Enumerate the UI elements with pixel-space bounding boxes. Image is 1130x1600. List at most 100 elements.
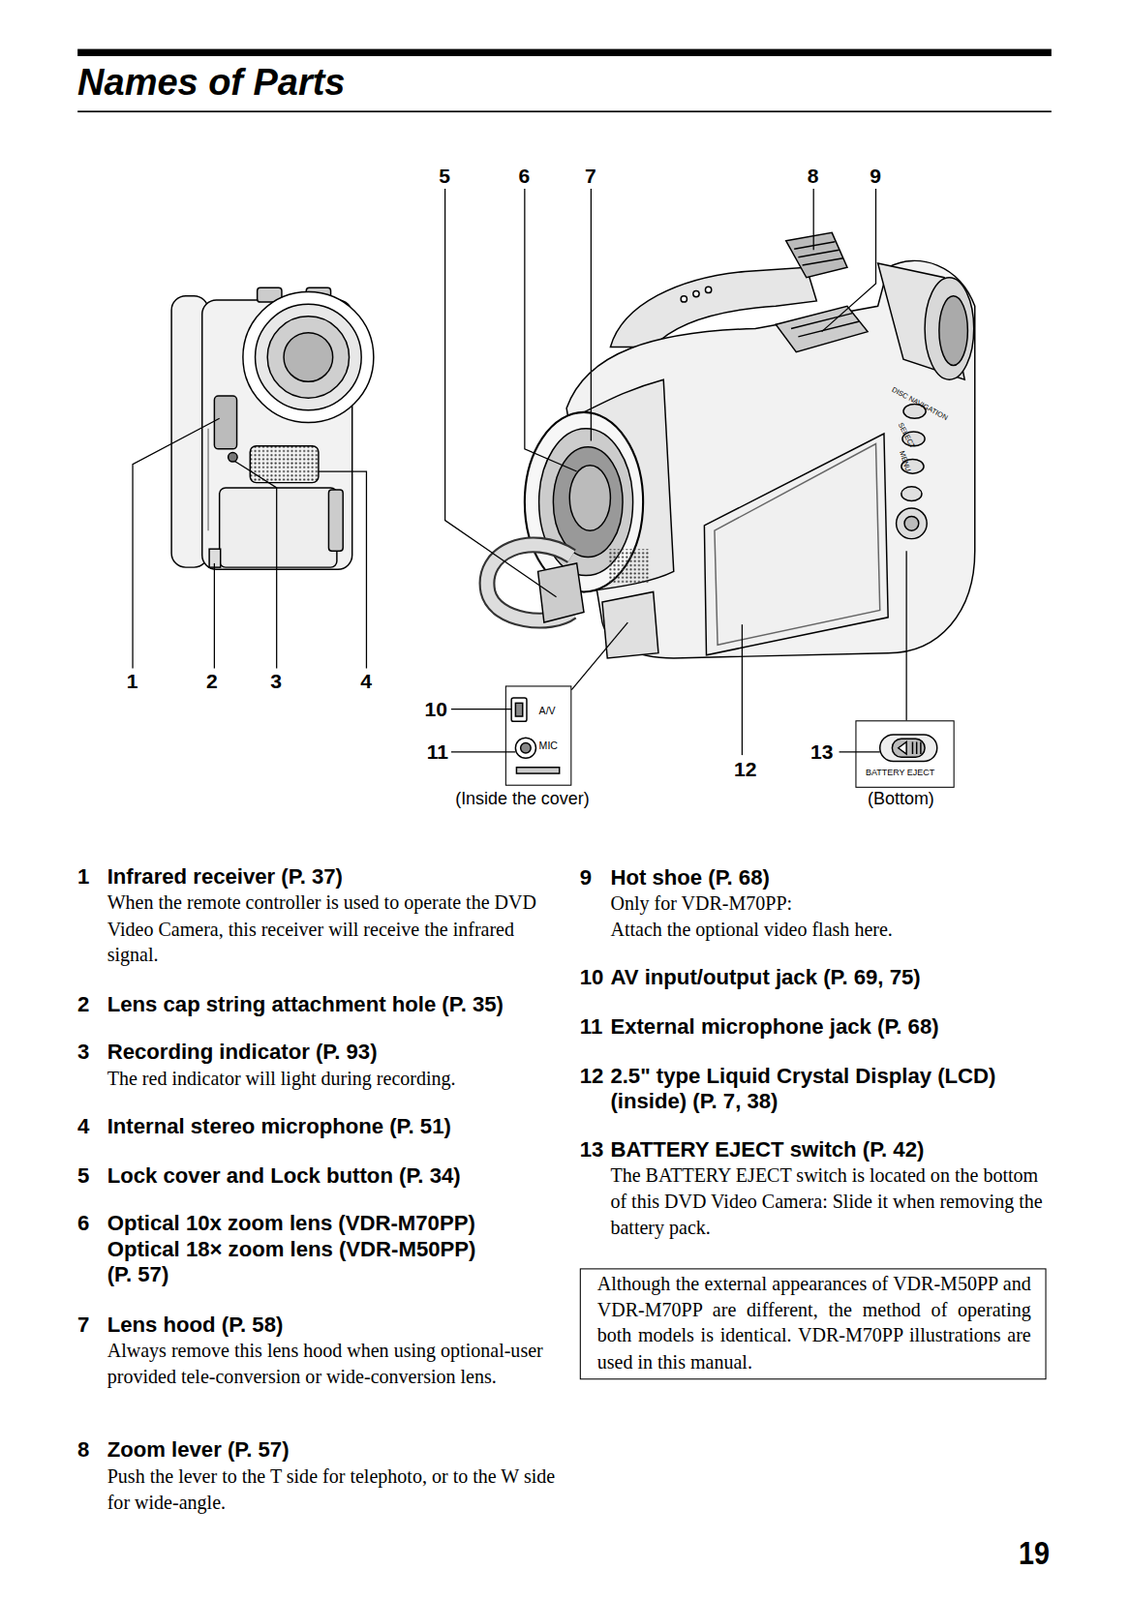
main-camera <box>703 433 888 656</box>
main-camera <box>714 444 881 646</box>
title-rule <box>77 49 1052 113</box>
leader-line <box>839 751 881 753</box>
inset-icons <box>516 767 559 774</box>
main-camera <box>904 516 919 531</box>
inset-icons <box>511 698 527 722</box>
item-description: Attach the optional video flash here. <box>610 916 1044 944</box>
callout-number: 11 <box>427 739 449 764</box>
side-view-camera <box>213 396 237 450</box>
control-marking: DISC NAVIGATION <box>890 385 950 423</box>
main-camera <box>602 591 659 659</box>
side-view-camera <box>283 333 334 383</box>
page-number: 19 <box>1018 1536 1050 1572</box>
item-description: Always remove this lens hood when using … <box>107 1338 562 1391</box>
page-title: Names of Parts <box>77 60 345 105</box>
item-description: Only for VDR-M70PP: <box>610 890 1044 917</box>
jack-inset: A/V MIC <box>505 685 573 786</box>
item-number: 11 <box>580 1013 603 1039</box>
inset-icons <box>880 734 938 762</box>
leader-line <box>132 418 220 669</box>
main-camera <box>569 465 611 531</box>
main-camera <box>608 549 649 584</box>
side-view-camera <box>243 292 374 424</box>
inset-icons <box>515 737 536 759</box>
item-description: Push the lever to the T side for telepho… <box>107 1464 562 1517</box>
item-description: The BATTERY EJECT switch is located on t… <box>610 1162 1044 1242</box>
item-heading: Internal stereo microphone (P. 51) <box>107 1113 562 1139</box>
leader-line <box>524 188 578 472</box>
item-number: 2 <box>77 991 90 1017</box>
item-heading: Recording indicator (P. 93) <box>107 1038 562 1065</box>
item-description: When the remote controller is used to op… <box>107 889 562 969</box>
side-view-camera <box>267 316 349 398</box>
main-camera <box>693 290 700 297</box>
main-camera <box>538 563 584 623</box>
item-number: 3 <box>77 1038 90 1065</box>
item-heading: BATTERY EJECT switch (P. 42) <box>610 1136 1049 1162</box>
item-heading: AV input/output jack (P. 69, 75) <box>610 964 1049 990</box>
callout-number: 4 <box>360 669 372 694</box>
main-camera <box>552 447 623 558</box>
inset-icons <box>898 741 907 755</box>
main-camera <box>924 277 975 380</box>
main-camera <box>791 313 860 337</box>
item-heading: Optical 10x zoom lens (VDR-M70PP) Optica… <box>107 1210 496 1287</box>
item-number: 6 <box>77 1210 90 1236</box>
callout-number: 7 <box>584 163 597 188</box>
main-camera <box>896 508 928 540</box>
leader-line <box>132 188 907 756</box>
item-number: 5 <box>77 1162 90 1189</box>
callout-number: 9 <box>869 163 882 188</box>
callout-number: 6 <box>519 163 531 188</box>
main-camera <box>794 242 844 266</box>
item-number: 8 <box>77 1436 90 1463</box>
item-heading: Lens hood (P. 58) <box>107 1312 562 1338</box>
control-marking: SELECT <box>896 421 917 450</box>
leader-line <box>445 188 557 598</box>
item-number: 12 <box>580 1062 605 1088</box>
callout-number: 1 <box>126 669 139 694</box>
item-heading: Lock cover and Lock button (P. 34) <box>107 1162 562 1189</box>
side-view-camera <box>171 287 374 570</box>
item-number: 9 <box>580 864 592 890</box>
item-heading: External microphone jack (P. 68) <box>610 1013 1049 1039</box>
main-camera <box>704 286 711 293</box>
leader-line <box>822 188 877 333</box>
callout-number: 8 <box>807 163 820 188</box>
leader-line <box>571 622 628 691</box>
item-number: 1 <box>77 863 90 889</box>
item-heading: Zoom lever (P. 57) <box>107 1436 562 1463</box>
item-heading: Infrared receiver (P. 37) <box>107 863 562 889</box>
inset-icons <box>511 698 938 774</box>
bottom-inset: BATTERY EJECT <box>855 720 954 789</box>
leader-line <box>451 708 512 710</box>
main-camera <box>487 232 976 659</box>
side-view-camera <box>255 304 363 411</box>
inset-icons <box>912 741 920 755</box>
title-rule <box>77 110 1052 113</box>
item-number: 4 <box>77 1113 90 1139</box>
leader-line <box>234 460 276 669</box>
main-camera <box>680 296 687 303</box>
jack-label: A/V <box>539 704 556 718</box>
side-view-camera <box>207 428 209 531</box>
side-view-camera <box>219 488 337 568</box>
switch-label: BATTERY EJECT <box>865 767 935 779</box>
inset-icons <box>515 702 522 717</box>
side-view-camera <box>328 489 343 551</box>
item-number: 7 <box>77 1312 90 1338</box>
leader-line <box>741 624 743 756</box>
jack-label: MIC <box>539 739 558 753</box>
item-description: The red indicator will light during reco… <box>107 1066 562 1093</box>
callout-number: 10 <box>425 697 448 722</box>
note-text: Although the external appearances of VDR… <box>597 1270 1032 1375</box>
leader-line <box>813 188 815 250</box>
note-box: Although the external appearances of VDR… <box>580 1268 1047 1380</box>
leader-line <box>905 550 907 721</box>
callout-number: 13 <box>810 739 833 764</box>
title-rule <box>77 49 1052 57</box>
item-heading: Lens cap string attachment hole (P. 35) <box>107 991 562 1017</box>
item-number: 10 <box>580 964 605 990</box>
callout-number: 3 <box>270 669 282 694</box>
